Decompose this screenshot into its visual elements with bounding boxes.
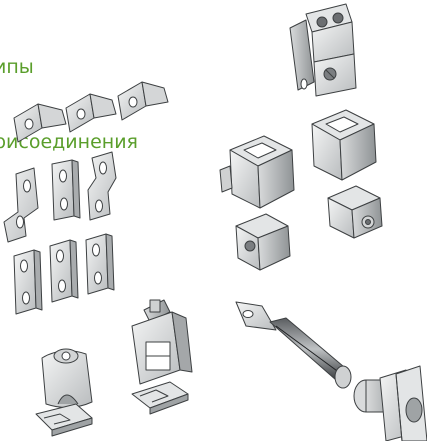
straight-plate-1	[51, 159, 81, 221]
link-plate-3	[85, 233, 115, 295]
clamp-spring-1	[35, 403, 93, 437]
offset-plate-1	[3, 167, 39, 243]
tunnel-terminal-large	[41, 348, 93, 408]
angle-bracket-2	[65, 93, 117, 133]
clamp-spring-2	[131, 381, 189, 415]
heading-line-1: ипы	[0, 56, 34, 78]
cage-terminal-2	[311, 109, 377, 181]
link-plate-2	[49, 239, 79, 303]
box-terminal-small	[131, 299, 193, 385]
heading-line-2: рисоединения	[0, 131, 138, 153]
phase-connector	[353, 365, 427, 441]
catalog-heading: ипы рисоединения	[0, 5, 138, 180]
cage-terminal-1	[219, 135, 295, 209]
busbar-connector	[289, 3, 357, 97]
link-plate-1	[13, 249, 43, 315]
offset-plate-2	[87, 151, 117, 221]
cage-terminal-3	[235, 213, 291, 271]
angle-bracket-1	[13, 103, 67, 143]
cage-terminal-4	[327, 185, 383, 239]
angle-bracket-3	[117, 81, 169, 121]
cable-lug	[235, 301, 352, 389]
